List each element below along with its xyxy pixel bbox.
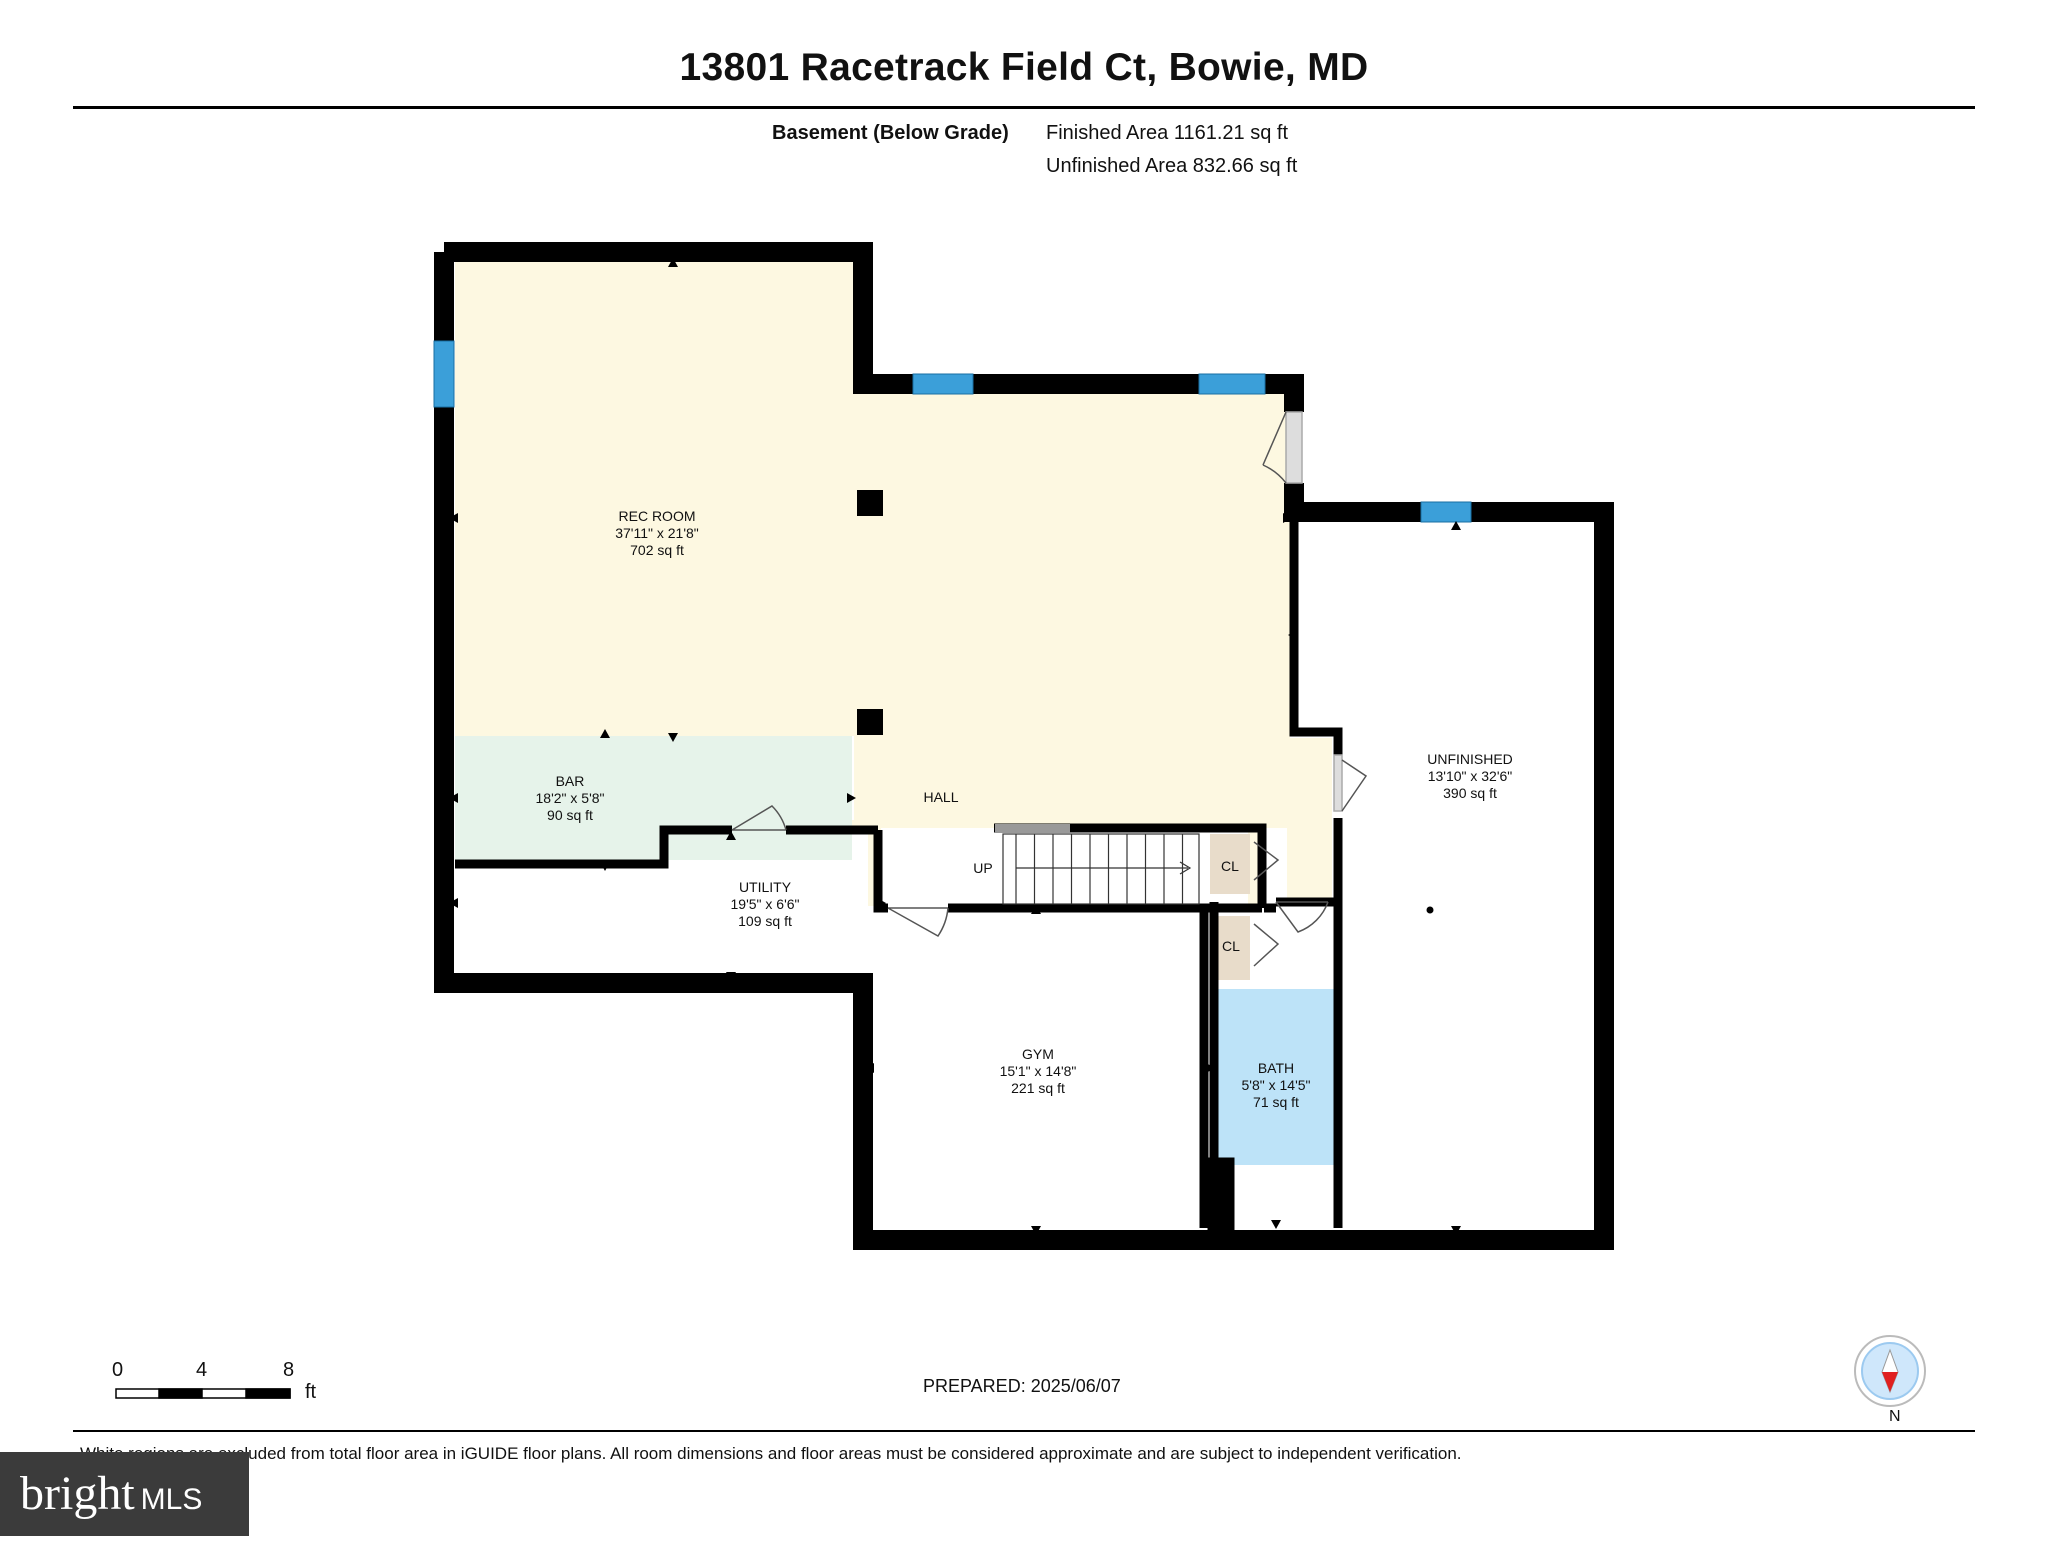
brand-name: bright — [20, 1467, 135, 1520]
compass-north-label: N — [1889, 1408, 1901, 1425]
bath-floor — [1214, 989, 1338, 1165]
dimension-arrow — [449, 513, 458, 523]
unfinished-dims: 13'10" x 32'6" — [1428, 768, 1513, 784]
dimension-arrow — [668, 258, 678, 267]
dimension-arrow — [1031, 1226, 1041, 1235]
dimension-arrow — [1451, 521, 1461, 530]
hall-name: HALL — [923, 789, 958, 805]
rec-room-area: 702 sq ft — [630, 542, 684, 558]
dimension-arrow — [1206, 1063, 1215, 1073]
bath-dims: 5'8" x 14'5" — [1242, 1077, 1311, 1093]
scale-tick-4: 4 — [196, 1359, 208, 1381]
closet-1-name: CL — [1221, 858, 1239, 874]
stair-treads — [1015, 834, 1184, 904]
brand-suffix: MLS — [140, 1483, 203, 1516]
windows — [433, 340, 1472, 523]
gym-area: 221 sq ft — [1011, 1080, 1065, 1096]
dimension-arrow — [877, 898, 886, 908]
window-north-1 — [912, 373, 974, 395]
dimension-arrow — [865, 1063, 874, 1073]
dimension-arrow — [1271, 1220, 1281, 1229]
dimension-arrow — [600, 862, 610, 871]
dimension-arrow — [1451, 1226, 1461, 1235]
dimension-arrow — [449, 793, 458, 803]
bar-floor — [455, 736, 852, 860]
bath-area: 71 sq ft — [1253, 1094, 1299, 1110]
finished-area: Finished Area 1161.21 sq ft — [1046, 122, 1289, 144]
bar-name: BAR — [556, 773, 585, 789]
utility-name: UTILITY — [739, 879, 792, 895]
window-unfinished — [1420, 501, 1472, 523]
dimension-arrow — [726, 831, 736, 840]
bar-dims: 18'2" x 5'8" — [536, 790, 605, 806]
utility-dims: 19'5" x 6'6" — [731, 896, 800, 912]
scale-tick-0: 0 — [112, 1359, 124, 1381]
rec-room-dims: 37'11" x 21'8" — [615, 525, 699, 541]
compass-icon — [1854, 1335, 1926, 1407]
unfinished-name: UNFINISHED — [1427, 751, 1513, 767]
prepared-date: PREPARED: 2025/06/07 — [923, 1376, 1121, 1396]
rec-room-floor — [455, 262, 1332, 906]
closet-2-name: CL — [1222, 938, 1240, 954]
rec-room-name: REC ROOM — [619, 508, 696, 524]
closet-1-floor — [1210, 834, 1250, 894]
gym-dims: 15'1" x 14'8" — [1000, 1063, 1077, 1079]
interior-walls — [455, 512, 1343, 1233]
utility-area: 109 sq ft — [738, 913, 792, 929]
window-west — [433, 340, 455, 408]
dimension-arrow — [600, 729, 610, 738]
doors — [731, 411, 1368, 967]
scale-unit: ft — [305, 1381, 317, 1403]
column-1 — [857, 490, 883, 516]
dimension-arrow — [1288, 630, 1297, 640]
dimension-arrow — [847, 793, 856, 803]
window-north-2 — [1198, 373, 1266, 395]
dimension-arrow — [726, 972, 736, 981]
title-rule — [73, 106, 1975, 109]
dimension-arrow — [1283, 513, 1292, 523]
stairs-label: UP — [973, 860, 992, 876]
disclaimer: White regions are excluded from total fl… — [80, 1444, 1462, 1463]
unfinished-area: 390 sq ft — [1443, 785, 1497, 801]
dimension-markers — [449, 258, 1604, 1235]
scale-tick-8: 8 — [283, 1359, 295, 1381]
page-title: 13801 Racetrack Field Ct, Bowie, MD — [679, 46, 1369, 89]
floor-drain — [1426, 906, 1434, 914]
dimension-arrow — [668, 733, 678, 742]
dimension-arrow — [1595, 630, 1604, 640]
bath-name: BATH — [1258, 1060, 1294, 1076]
scale-bar — [115, 1388, 291, 1399]
level-name: Basement (Below Grade) — [772, 122, 1009, 144]
column-2 — [857, 709, 883, 735]
dimension-arrow — [449, 898, 458, 908]
walls — [434, 242, 1614, 1250]
unfinished-area: Unfinished Area 832.66 sq ft — [1046, 155, 1298, 177]
gym-name: GYM — [1022, 1046, 1054, 1062]
stairs — [995, 824, 1200, 905]
bar-area: 90 sq ft — [547, 807, 593, 823]
dimension-arrow — [1031, 905, 1041, 914]
